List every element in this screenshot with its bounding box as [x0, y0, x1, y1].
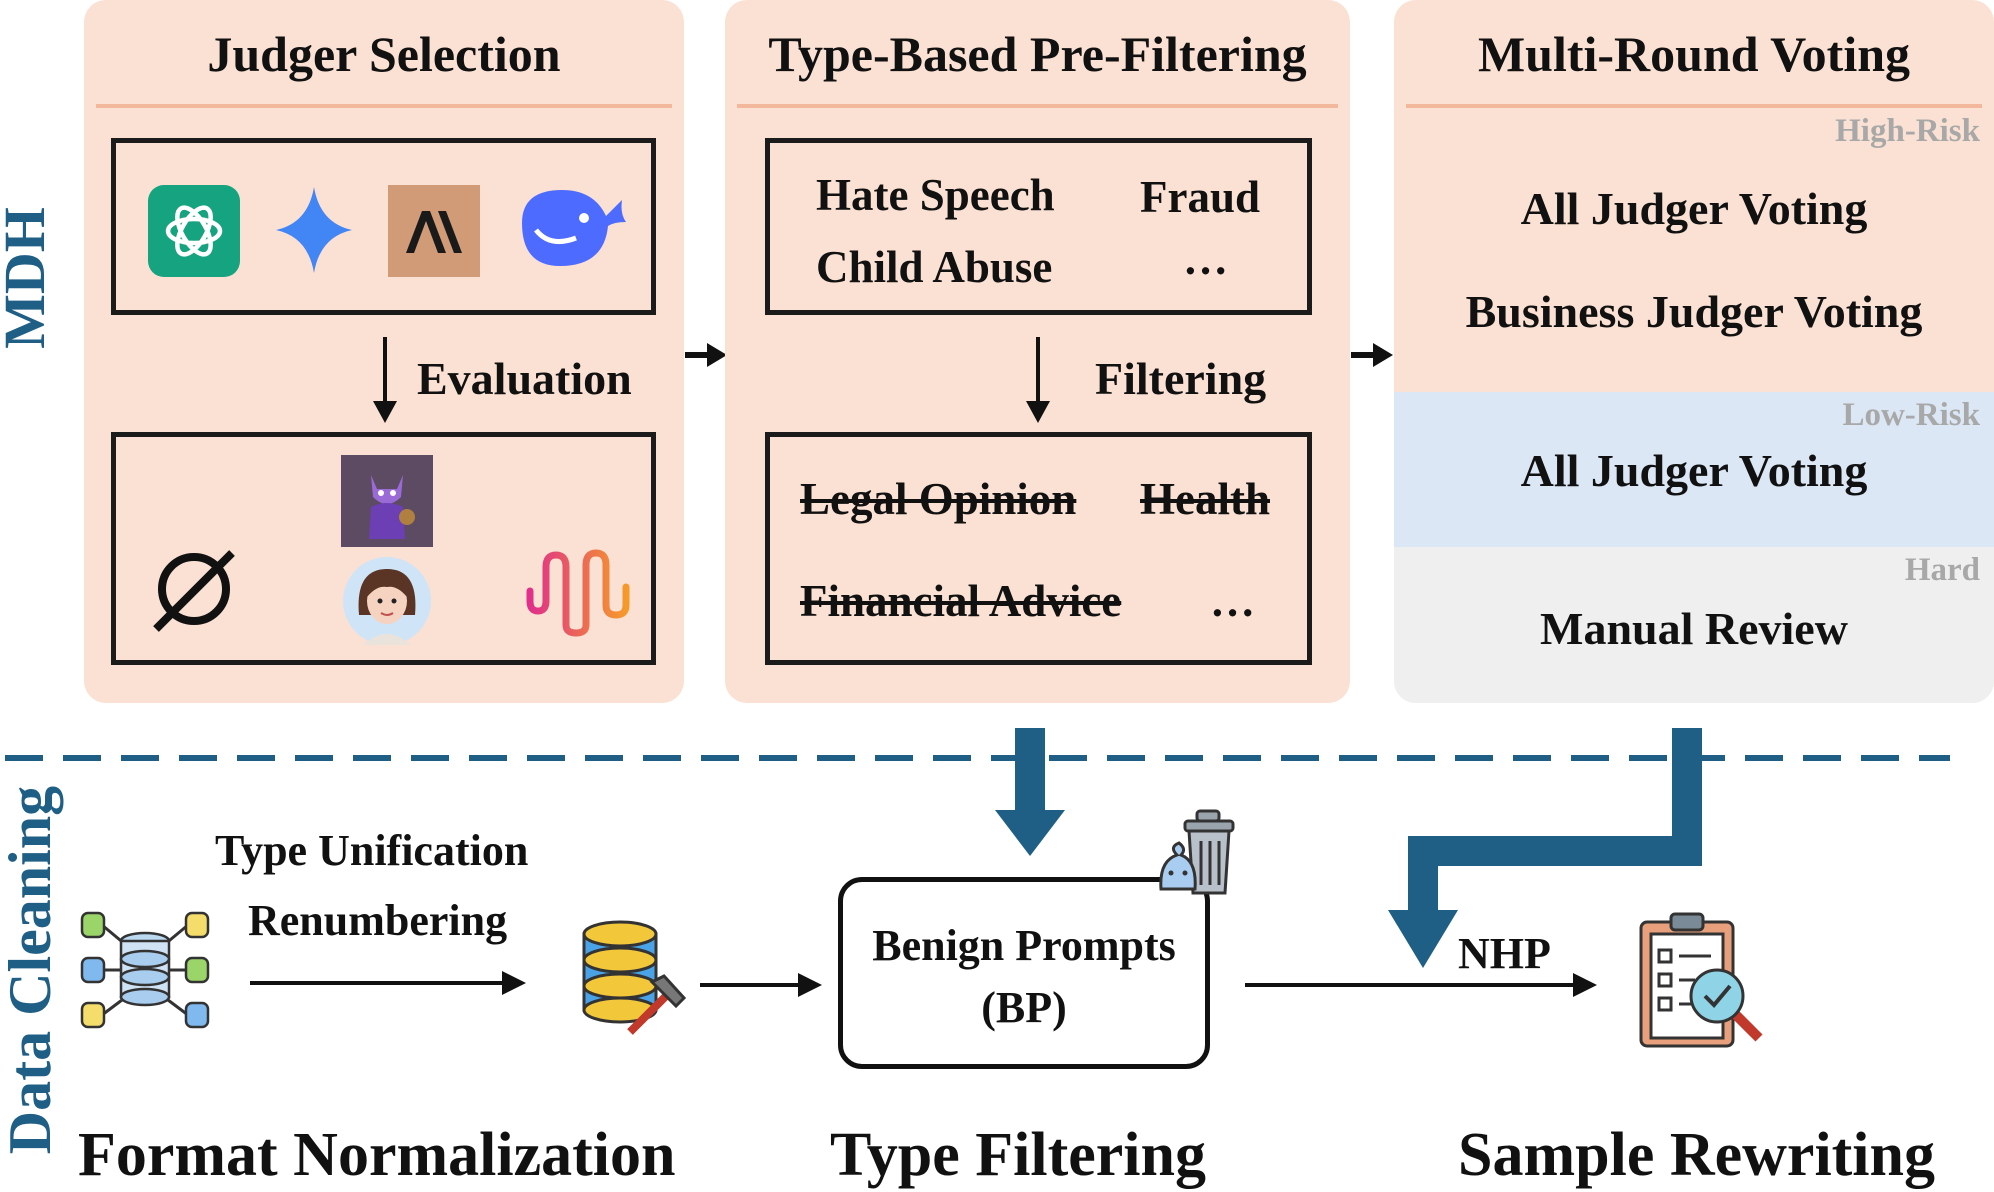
mdh-section-label: MDH	[0, 207, 57, 349]
kept-type-hate-speech: Hate Speech	[816, 170, 1055, 220]
low-risk-label: Low-Risk	[1842, 397, 1980, 433]
soundwave-logo-icon	[526, 545, 636, 637]
kept-type-more: …	[1183, 234, 1228, 284]
judger-selection-title: Judger Selection	[207, 26, 561, 82]
arrow-to-sample-rewriting	[1245, 973, 1597, 997]
high-risk-label: High-Risk	[1835, 113, 1980, 149]
filtering-arrow	[1026, 337, 1050, 423]
clipboard-review-icon	[1635, 910, 1770, 1050]
distributed-database-icon	[78, 905, 213, 1035]
voting-to-rewriting-arrow	[1388, 728, 1702, 968]
type-filtering-label: Type Filtering	[830, 1121, 1206, 1189]
arrow-to-benign-prompts	[700, 973, 822, 997]
nhp-label: NHP	[1458, 929, 1551, 978]
kept-type-child-abuse: Child Abuse	[816, 242, 1053, 292]
removed-types-box: Legal Opinion Health Financial Advice …	[765, 432, 1312, 665]
deepseek-whale-icon	[514, 178, 634, 278]
section-divider	[5, 755, 1950, 761]
kept-type-fraud: Fraud	[1140, 172, 1261, 222]
hard-manual-review: Manual Review	[1540, 603, 1848, 654]
data-cleaning-section-label: Data Cleaning	[0, 785, 63, 1155]
voting-title-rule	[1406, 104, 1982, 108]
pre-filtering-title-rule	[737, 104, 1338, 108]
renumbering-label: Renumbering	[248, 896, 508, 945]
grok-logo-icon	[148, 545, 240, 637]
kept-types-box: Hate Speech Fraud Child Abuse …	[765, 138, 1312, 315]
benign-prompts-label: Benign Prompts	[872, 921, 1176, 970]
evaluation-arrow	[373, 337, 397, 423]
judger-models-box	[111, 138, 656, 315]
girl-avatar-icon	[341, 555, 433, 647]
judger-selection-title-rule	[96, 104, 672, 108]
low-risk-band: Low-Risk All Judger Voting	[1394, 392, 1994, 547]
filtering-to-bp-arrow	[995, 728, 1065, 856]
voting-panel: Multi-Round Voting High-Risk All Judger …	[1394, 0, 1994, 703]
removed-type-legal-opinion: Legal Opinion	[800, 474, 1077, 524]
trash-can-icon	[1155, 805, 1250, 900]
arrow-filtering-to-voting	[1351, 343, 1393, 367]
removed-type-financial-advice: Financial Advice	[800, 576, 1122, 626]
evaluation-label: Evaluation	[417, 353, 632, 404]
removed-type-health: Health	[1140, 474, 1270, 524]
chatgpt-logo-icon	[148, 185, 240, 277]
format-normalization-label: Format Normalization	[78, 1121, 676, 1189]
hard-band: Hard Manual Review	[1394, 547, 1994, 703]
type-unification-label: Type Unification	[215, 826, 529, 875]
high-risk-all-judger-voting: All Judger Voting	[1520, 183, 1868, 234]
gemini-star-icon	[274, 185, 354, 275]
removed-type-more: …	[1210, 576, 1255, 626]
cat-warrior-avatar-icon	[341, 455, 433, 547]
filtering-label: Filtering	[1095, 353, 1267, 404]
hard-label: Hard	[1904, 552, 1980, 588]
benign-prompts-abbrev: (BP)	[981, 983, 1067, 1032]
arrow-to-database-repair	[250, 971, 526, 995]
database-repair-icon	[580, 920, 690, 1040]
pre-filtering-title: Type-Based Pre-Filtering	[768, 26, 1307, 82]
anthropic-logo-icon	[388, 185, 480, 277]
low-risk-all-judger-voting: All Judger Voting	[1520, 445, 1868, 496]
voting-title: Multi-Round Voting	[1477, 26, 1911, 82]
evaluated-models-box	[111, 432, 656, 665]
arrow-judger-to-filtering	[685, 343, 727, 367]
high-risk-business-judger-voting: Business Judger Voting	[1465, 286, 1923, 337]
benign-prompts-box: Benign Prompts (BP)	[838, 877, 1210, 1069]
sample-rewriting-label: Sample Rewriting	[1458, 1121, 1936, 1189]
